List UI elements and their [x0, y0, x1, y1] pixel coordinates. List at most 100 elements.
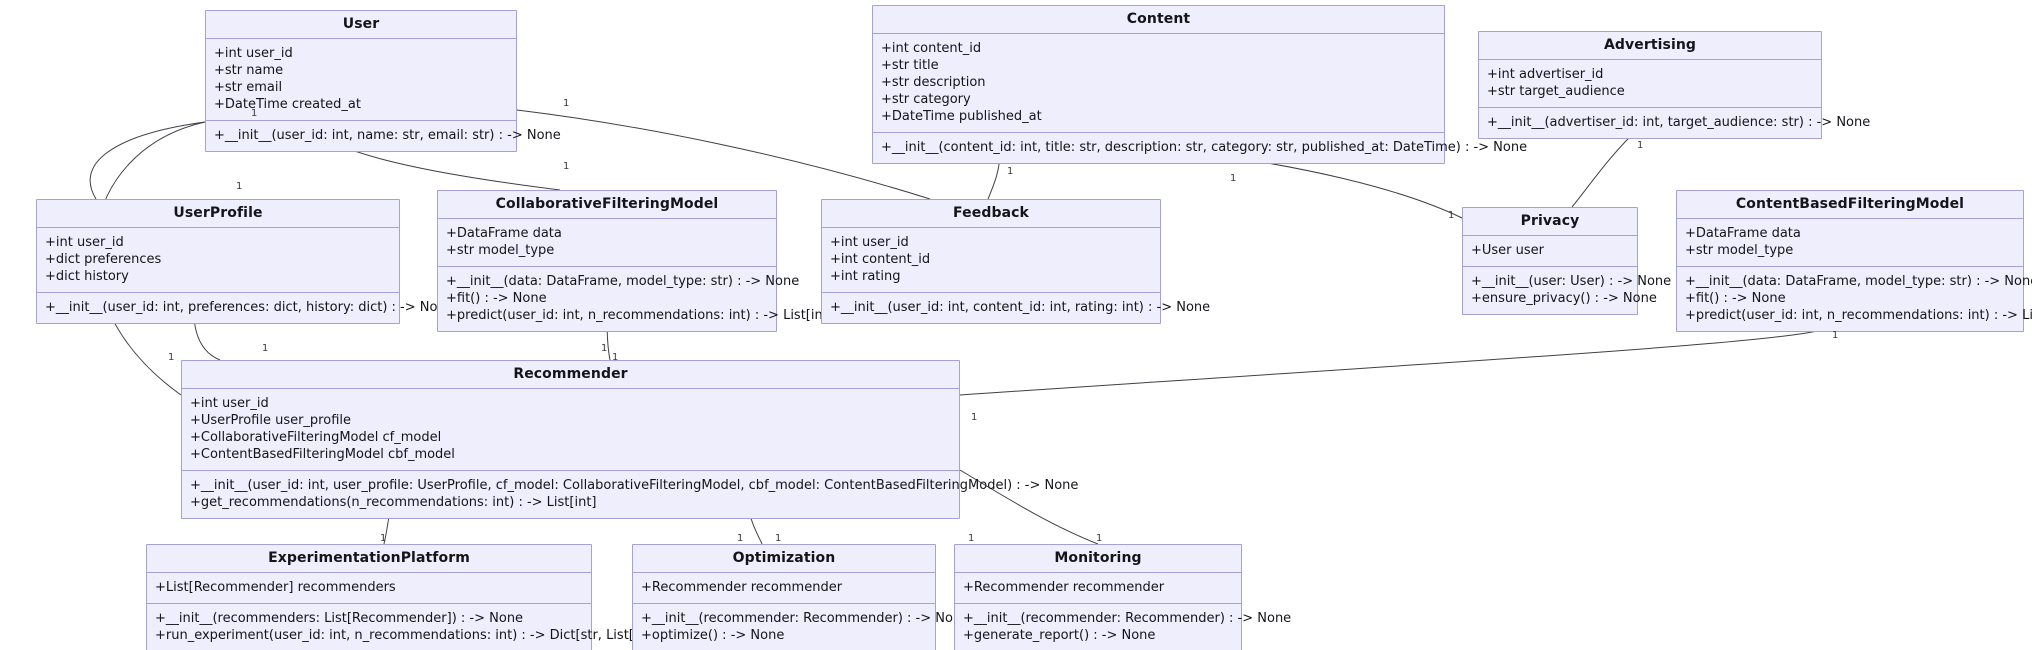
class-attributes-experimentationplatform: +List[Recommender] recommenders: [147, 573, 591, 604]
method-line: +__init__(user: User) : -> None: [1471, 274, 1672, 289]
class-name-experimentationplatform: ExperimentationPlatform: [147, 545, 591, 573]
method-line: +__init__(content_id: int, title: str, d…: [881, 140, 1528, 155]
class-methods-user: +__init__(user_id: int, name: str, email…: [206, 121, 561, 151]
class-name-user: User: [206, 11, 516, 39]
class-name-userprofile: UserProfile: [37, 200, 399, 228]
attribute-line: +int user_id: [45, 235, 124, 250]
multiplicity-label: 1: [1096, 533, 1103, 544]
method-line: +fit() : -> None: [1685, 291, 1786, 306]
attribute-line: +int user_id: [214, 46, 293, 61]
class-box-cbfmodel[interactable]: ContentBasedFilteringModel +DataFrame dat…: [1676, 190, 2032, 332]
class-box-user[interactable]: User +int user_id +str name +str email +Date…: [205, 10, 561, 152]
attribute-line: +str name: [214, 63, 284, 78]
class-name-monitoring: Monitoring: [955, 545, 1241, 573]
attribute-line: +DateTime created_at: [214, 97, 361, 112]
class-attributes-user: +int user_id +str name +str email +DateTime…: [206, 39, 516, 121]
attribute-line: +DataFrame data: [446, 226, 562, 241]
class-box-advertising[interactable]: Advertising+int advertiser_id+str target…: [1478, 31, 1870, 139]
method-line: +__init__(data: DataFrame, model_type: s…: [1685, 274, 2032, 289]
multiplicity-label: 1: [1832, 330, 1839, 341]
attribute-line: +str category: [881, 92, 971, 107]
multiplicity-label: 1: [380, 533, 387, 544]
multiplicity-label: 1: [262, 343, 269, 354]
class-attributes-monitoring: +Recommender recommender: [955, 573, 1241, 604]
attribute-line: +dict preferences: [45, 252, 162, 267]
multiplicity-label: 1: [737, 533, 744, 544]
attribute-line: +int user_id: [190, 396, 269, 411]
method-line: +__init__(recommender: Recommender) : ->…: [963, 611, 1292, 626]
class-methods-feedback: +__init__(user_id: int, content_id: int,…: [822, 293, 1210, 323]
multiplicity-label: 1: [563, 161, 570, 172]
multiplicity-label: 1: [1230, 173, 1237, 184]
class-attributes-privacy: +User user: [1463, 236, 1637, 267]
multiplicity-label: 1: [236, 181, 243, 192]
attribute-line: +Recommender recommender: [641, 580, 843, 595]
class-attributes-content: +int content_id +str title +str descriptio…: [873, 34, 1444, 133]
edge-cbfmodel-to-recommender: [959, 321, 1841, 396]
class-methods-privacy: +__init__(user: User) : -> None +ensure_p…: [1463, 267, 1672, 314]
multiplicity-label: 1: [1007, 166, 1014, 177]
attribute-line: +int content_id: [881, 41, 982, 56]
attribute-line: +DataFrame data: [1685, 226, 1801, 241]
attribute-line: +ContentBasedFilteringModel cbf_model: [190, 447, 455, 462]
attribute-line: +UserProfile user_profile: [190, 413, 351, 428]
attribute-line: +Recommender recommender: [963, 580, 1165, 595]
attribute-line: +str description: [881, 75, 986, 90]
method-line: +optimize() : -> None: [641, 628, 785, 643]
class-attributes-optimization: +Recommender recommender: [633, 573, 935, 604]
class-methods-cfmodel: +__init__(data: DataFrame, model_type: s…: [438, 267, 833, 331]
attribute-line: +CollaborativeFilteringModel cf_model: [190, 430, 442, 445]
class-box-monitoring[interactable]: Monitoring +Recommender recommender +__ini…: [954, 544, 1292, 650]
class-methods-optimization: +__init__(recommender: Recommender) : ->…: [633, 604, 970, 650]
attribute-line: +str email: [214, 80, 283, 95]
multiplicity-label: 1: [1637, 140, 1644, 151]
multiplicity-label: 1: [251, 108, 258, 119]
multiplicity-label: 1: [612, 352, 619, 363]
multiplicity-label: 1: [971, 412, 978, 423]
attribute-line: +str title: [881, 58, 939, 73]
attribute-line: +int rating: [830, 269, 901, 284]
class-attributes-advertising: +int advertiser_id+str target_audience: [1479, 60, 1821, 108]
class-box-cfmodel[interactable]: CollaborativeFilteringModel+DataFrame da…: [437, 190, 833, 332]
edge-user-to-userprofile: [89, 121, 206, 200]
method-line: +ensure_privacy() : -> None: [1471, 291, 1657, 306]
edge-advertising-to-privacy: [1571, 126, 1641, 208]
class-name-advertising: Advertising: [1479, 32, 1821, 60]
attribute-line: +int content_id: [830, 252, 931, 267]
method-line: +fit() : -> None: [446, 291, 547, 306]
class-name-cbfmodel: ContentBasedFilteringModel: [1677, 191, 2023, 219]
attribute-line: +dict history: [45, 269, 129, 284]
multiplicity-label: 1: [601, 343, 608, 354]
method-line: +run_experiment(user_id: int, n_recommen…: [155, 628, 661, 643]
method-line: +__init__(recommender: Recommender) : ->…: [641, 611, 970, 626]
method-line: +generate_report() : -> None: [963, 628, 1156, 643]
attribute-line: +str model_type: [1685, 243, 1794, 258]
multiplicity-label: 1: [775, 533, 782, 544]
class-box-recommender[interactable]: Recommender +int user_id +UserProfile user…: [181, 360, 1079, 519]
method-line: +__init__(user_id: int, user_profile: Us…: [190, 478, 1079, 493]
class-methods-advertising: +__init__(advertiser_id: int, target_aud…: [1479, 108, 1870, 138]
class-attributes-recommender: +int user_id +UserProfile user_profile +Co…: [182, 389, 959, 471]
class-box-privacy[interactable]: Privacy +User user +__init__(user: User) :…: [1462, 207, 1672, 315]
class-box-experimentationplatform[interactable]: ExperimentationPlatform+List[Recommender…: [146, 544, 661, 650]
attribute-line: +str model_type: [446, 243, 555, 258]
class-box-optimization[interactable]: Optimization+Recommender recommender+__i…: [632, 544, 970, 650]
class-methods-experimentationplatform: +__init__(recommenders: List[Recommender…: [147, 604, 661, 650]
class-attributes-userprofile: +int user_id +dict preferences +dict histo…: [37, 228, 399, 293]
attribute-line: +User user: [1471, 243, 1545, 258]
class-box-userprofile[interactable]: UserProfile +int user_id +dict preferences…: [36, 199, 454, 324]
class-name-content: Content: [873, 6, 1444, 34]
class-methods-content: +__init__(content_id: int, title: str, d…: [873, 133, 1528, 163]
class-name-recommender: Recommender: [182, 361, 959, 389]
method-line: +predict(user_id: int, n_recommendations…: [1685, 308, 2032, 323]
class-box-content[interactable]: Content +int content_id +str title +str des…: [872, 5, 1528, 164]
class-name-feedback: Feedback: [822, 200, 1160, 228]
attribute-line: +int user_id: [830, 235, 909, 250]
multiplicity-label: 1: [1448, 210, 1455, 221]
multiplicity-label: 1: [968, 533, 975, 544]
attribute-line: +DateTime published_at: [881, 109, 1042, 124]
class-box-feedback[interactable]: Feedback +int user_id +int content_id +int …: [821, 199, 1210, 324]
multiplicity-label: 1: [168, 352, 175, 363]
class-name-privacy: Privacy: [1463, 208, 1637, 236]
